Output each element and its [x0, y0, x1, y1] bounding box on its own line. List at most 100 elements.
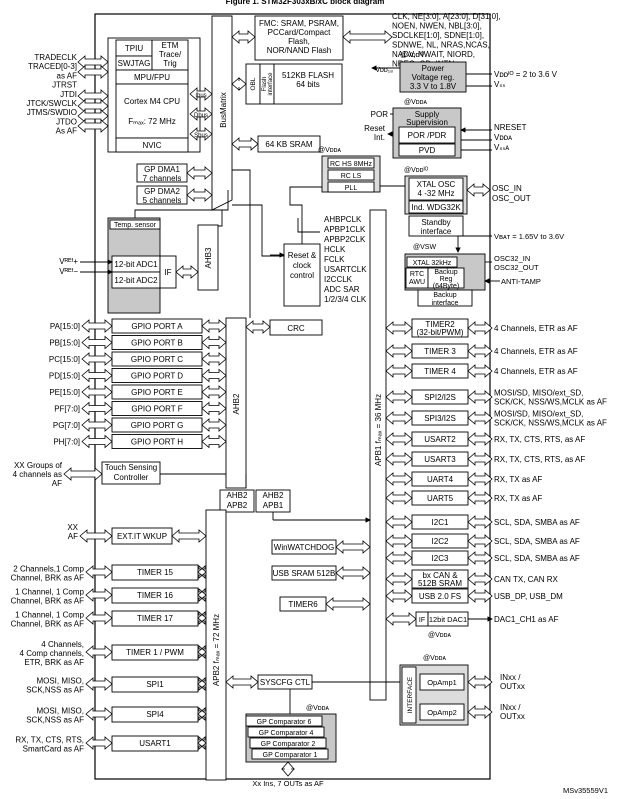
flash-box — [273, 63, 343, 105]
left-periph-sig-1-line-1: Channel, BRK as AF — [11, 597, 84, 606]
right-periph-sig-13-line-0: USB_DP, USB_DM — [494, 592, 563, 601]
clock-line-line-8: 1/2/3/4 CLK — [324, 295, 367, 304]
gpio-pin-6: PG[7:0] — [53, 421, 80, 430]
gpio-pin-1: PB[15:0] — [49, 339, 80, 348]
standby-line-1: interface — [421, 227, 452, 236]
left-periph-arrow-5 — [85, 707, 113, 721]
gpio-bus-arrow-5 — [201, 401, 227, 416]
right-periph-io-arrow-4 — [467, 411, 493, 425]
left-periph-arrow-6 — [85, 736, 113, 750]
footer-id: MSv35559V1 — [563, 786, 608, 795]
right-periph-label-13-line-0: USB 2.0 FS — [419, 592, 461, 601]
right-periph-bus-arrow-3 — [385, 390, 413, 404]
comp-bottom-label: Xx Ins, 7 OUTs as AF — [252, 779, 324, 788]
left-periph-bus-arrow-2 — [197, 611, 207, 625]
rc-vdda: @Vᴅᴅᴀ — [318, 147, 341, 154]
right-periph-label-11-line-0: I2C3 — [432, 554, 449, 563]
gpio-pin-2: PC[15:0] — [49, 355, 80, 364]
adc-if-label: IF — [164, 268, 171, 277]
vbat-label: Vʙᴀᴛ = 1.65V to 3.6V — [494, 232, 564, 241]
fmc-signal-line-2: SDCLKE[1:0], SDNE[1:0], — [392, 31, 484, 40]
standby-box — [408, 215, 464, 237]
right-periph-label-3-line-0: SPI2/I2S — [424, 393, 456, 402]
right-periph-label-0-line-1: (32-bit/PWM) — [416, 328, 463, 337]
etm-line-0: ETM — [162, 41, 179, 50]
osc32-line-0: OSC32_IN — [494, 254, 530, 263]
swjtag-label: SWJTAG — [118, 59, 151, 68]
right-periph-bus-arrow-2 — [385, 364, 413, 378]
dma2-arrow — [186, 188, 213, 202]
apb2-bar — [205, 509, 227, 781]
opamp1-label: OpAmp1 — [427, 678, 457, 687]
right-periph-io-arrow-8 — [467, 491, 493, 505]
osc32-line-1: OSC32_OUT — [494, 263, 539, 272]
right-periph-label-0-line-0: TIMER2 — [425, 320, 455, 329]
temp-box — [109, 219, 161, 230]
fmc-line-0: FMC: SRAM, PSRAM, — [259, 19, 339, 28]
supply-out-line-1: Vᴅᴅᴀ — [494, 133, 512, 142]
pordr-box — [398, 126, 456, 144]
xtal-line-1: 4 -32 MHz — [418, 189, 455, 198]
right-periph-io-arrow-7 — [467, 472, 493, 486]
touch-left-line-0: XX Groups of — [14, 461, 63, 470]
left-periph-arrow-0 — [85, 565, 113, 579]
opamp1-out-line-0: INxx / — [500, 673, 521, 682]
right-periph-label-10-line-0: I2C2 — [432, 537, 449, 546]
right-periph-sig-2-line-0: 4 Channels, ETR as AF — [494, 367, 578, 376]
dac-out-label: DAC1_CH1 as AF — [494, 615, 559, 624]
fmc-bus-arrow — [231, 30, 256, 44]
gpio-port-label-5: GPIO PORT F — [131, 405, 182, 414]
pll-box — [327, 181, 375, 193]
opamp2-box — [419, 703, 465, 721]
fmc-signal-line-0: CLK, NE[3:0], A[23:0], D[31:0], — [392, 12, 501, 21]
gpio-bus-arrow-0 — [201, 319, 227, 333]
left-periph-bus-arrow-5 — [197, 707, 207, 721]
dma1-arrow — [186, 166, 213, 180]
fmc-line-3: NOR/NAND Flash — [267, 46, 331, 55]
right-periph-sig-8-line-0: RX, TX as AF — [494, 494, 542, 503]
ahb3-bar — [197, 224, 219, 291]
supply-line-0: Supply — [415, 110, 439, 119]
trace-arrow-5 — [77, 119, 109, 133]
rc-ls-label: RC LS — [341, 173, 362, 180]
left-periph-sig-2-line-0: 1 Channel, 1 Comp — [15, 611, 84, 620]
right-periph-io-arrow-2 — [467, 364, 493, 378]
syscfg-label: SYSCFG CTL — [260, 678, 311, 687]
right-periph-io-arrow-1 — [467, 344, 493, 358]
trace-signal-7: JTDO — [56, 117, 77, 126]
trace-signal-5: JTCK/SWCLK — [26, 99, 77, 108]
rtc-line-0: RTC — [410, 271, 424, 278]
right-periph-label-1-line-0: TIMER 3 — [424, 347, 456, 356]
comp-box-3 — [251, 748, 329, 760]
clock-line-line-0: AHBPCLK — [324, 215, 362, 224]
gpio-pin-3: PD[15:0] — [49, 372, 80, 381]
left-periph-label-5: SPI4 — [146, 710, 164, 719]
backup-iface-line-0: Backup — [433, 292, 456, 299]
xtal-vddio: @Vᴅᴅᴵᴼ — [404, 167, 429, 174]
usbsram-label: USB SRAM 512B — [273, 569, 336, 578]
gpio-pin-arrow-7 — [81, 434, 113, 449]
left-periph-label-2: TIMER 17 — [137, 614, 174, 623]
left-periph-sig-6-line-1: SmartCard as AF — [23, 745, 84, 754]
trace-signal-6: JTMS/SWDIO — [27, 108, 77, 117]
standby-line-0: Standby — [421, 218, 450, 227]
backup-reg-line-1: Reg — [440, 276, 453, 283]
xtal-box — [408, 177, 464, 201]
trace-arrow-4 — [77, 109, 109, 123]
exti-bus-arrow — [171, 529, 207, 543]
right-periph-sig-11-line-0: SCL, SDA, SMBA as AF — [494, 554, 580, 563]
cpu-box — [115, 83, 189, 139]
power-vddio: @Vᴅᴅᴵᴼ — [400, 52, 425, 59]
left-periph-arrow-4 — [85, 677, 113, 691]
right-periph-label-7-line-0: UART4 — [427, 475, 454, 484]
backup-iface-box — [417, 289, 473, 307]
right-periph-io-arrow-12 — [467, 572, 493, 586]
right-periph-label-2-line-0: TIMER 4 — [424, 367, 456, 376]
touch-line-1: Controller — [114, 473, 149, 482]
clock-line-line-2: APBP2CLK — [324, 235, 366, 244]
apb2-label: APB2 fₘₐₓ = 72 MHz — [212, 614, 221, 686]
power-line-2: 3.3 V to 1.8V — [410, 82, 457, 91]
fmc-io-arrow — [342, 30, 393, 44]
left-periph-label-0: TIMER 15 — [137, 568, 174, 577]
